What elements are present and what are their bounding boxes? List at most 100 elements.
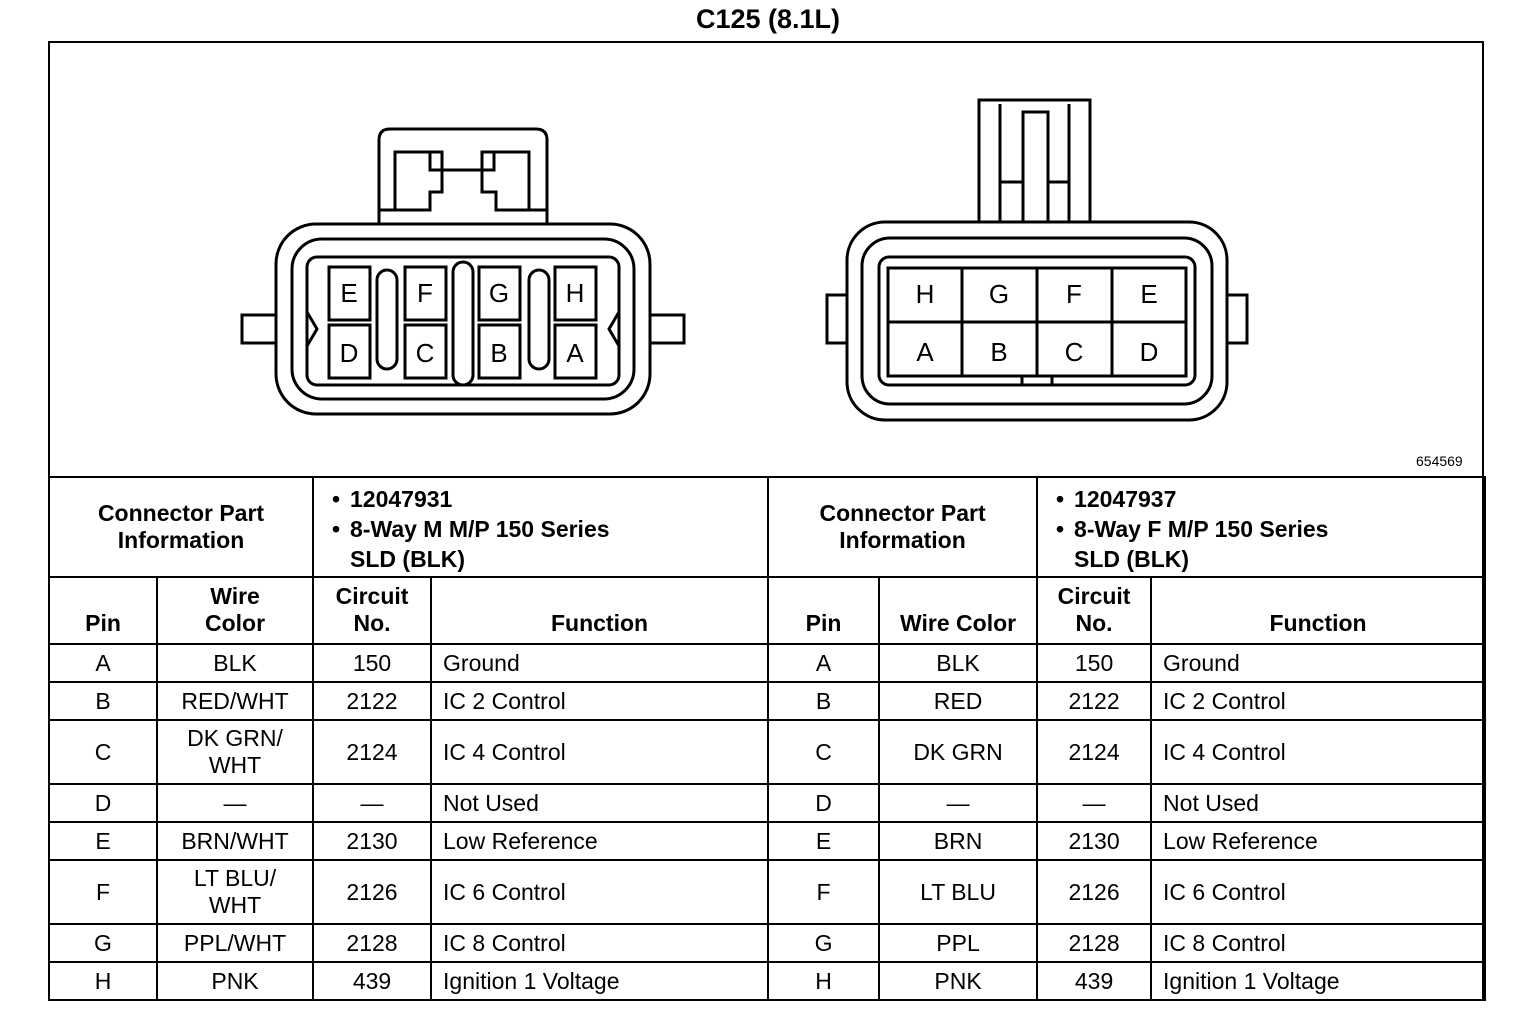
wire-color-cell: DK GRN — [878, 719, 1039, 785]
right-pin-bottom-1: A — [916, 337, 934, 367]
wire-color-cell: PNK — [155, 961, 315, 1001]
left-connector — [240, 127, 686, 416]
circuit-cell: 150 — [312, 643, 433, 683]
circuit-cell: 2126 — [312, 859, 433, 925]
wire-color-cell: BLK — [155, 643, 315, 683]
circuit-cell: 2130 — [1036, 821, 1153, 861]
connector-frame: E F G H D C B A H G F E A B C D 654569 C… — [47, 41, 1487, 1001]
function-cell: IC 2 Control — [1150, 681, 1487, 721]
circuit-cell: 439 — [312, 961, 433, 1001]
figure-id: 654569 — [1416, 453, 1463, 469]
wire-color-cell: — — [155, 783, 315, 823]
circuit-cell: 2124 — [1036, 719, 1153, 785]
circuit-cell: — — [1036, 783, 1153, 823]
pin-cell: C — [767, 719, 881, 785]
function-cell: Low Reference — [430, 821, 770, 861]
right-connector — [825, 98, 1249, 422]
wire-color-cell: RED — [878, 681, 1039, 721]
function-cell: IC 2 Control — [430, 681, 770, 721]
circuit-cell: 150 — [1036, 643, 1153, 683]
pin-cell: C — [48, 719, 158, 785]
header-wire-color: Wire Color — [878, 576, 1039, 645]
function-cell: Ground — [1150, 643, 1487, 683]
left-pin-top-3: G — [489, 278, 509, 308]
left-pin-top-2: F — [417, 278, 433, 308]
left-pin-bottom-2: C — [416, 338, 435, 368]
function-cell: IC 6 Control — [430, 859, 770, 925]
circuit-cell: 439 — [1036, 961, 1153, 1001]
circuit-cell: 2130 — [312, 821, 433, 861]
function-cell: IC 4 Control — [430, 719, 770, 785]
pin-cell: G — [48, 923, 158, 963]
wire-color-cell: RED/WHT — [155, 681, 315, 721]
left-pin-bottom-3: B — [490, 338, 507, 368]
header-pin: Pin — [48, 576, 158, 645]
circuit-cell: 2122 — [1036, 681, 1153, 721]
pin-cell: F — [767, 859, 881, 925]
wire-color-cell: BRN — [878, 821, 1039, 861]
pin-cell: A — [767, 643, 881, 683]
function-cell: Ground — [430, 643, 770, 683]
header-function: Function — [1150, 576, 1487, 645]
circuit-cell: 2122 — [312, 681, 433, 721]
left-pin-top-1: E — [340, 278, 357, 308]
pin-cell: A — [48, 643, 158, 683]
function-cell: Ignition 1 Voltage — [430, 961, 770, 1001]
wire-color-cell: LT BLU/WHT — [155, 859, 315, 925]
pin-cell: D — [48, 783, 158, 823]
pin-cell: G — [767, 923, 881, 963]
pin-cell: B — [48, 681, 158, 721]
right-pin-top-2: G — [989, 279, 1009, 309]
header-pin: Pin — [767, 576, 881, 645]
circuit-cell: 2126 — [1036, 859, 1153, 925]
circuit-cell: 2128 — [1036, 923, 1153, 963]
pin-cell: B — [767, 681, 881, 721]
function-cell: Ignition 1 Voltage — [1150, 961, 1487, 1001]
page-title: C125 (8.1L) — [695, 4, 841, 34]
function-cell: IC 4 Control — [1150, 719, 1487, 785]
right-pin-bottom-3: C — [1065, 337, 1084, 367]
header-function: Function — [430, 576, 770, 645]
pin-cell: F — [48, 859, 158, 925]
wire-color-cell: LT BLU — [878, 859, 1039, 925]
right-pin-bottom-2: B — [990, 337, 1007, 367]
wire-color-cell: — — [878, 783, 1039, 823]
pin-cell: E — [767, 821, 881, 861]
function-cell: IC 8 Control — [430, 923, 770, 963]
wire-color-cell: PPL — [878, 923, 1039, 963]
wire-color-cell: PPL/WHT — [155, 923, 315, 963]
pin-cell: D — [767, 783, 881, 823]
function-cell: Not Used — [430, 783, 770, 823]
left-pin-top-4: H — [566, 278, 585, 308]
left-pin-bottom-4: A — [566, 338, 584, 368]
right-pin-top-1: H — [916, 279, 935, 309]
pin-cell: H — [48, 961, 158, 1001]
wire-color-cell: BLK — [878, 643, 1039, 683]
function-cell: IC 8 Control — [1150, 923, 1487, 963]
right-pin-top-4: E — [1140, 279, 1157, 309]
circuit-cell: 2128 — [312, 923, 433, 963]
function-cell: Low Reference — [1150, 821, 1487, 861]
function-cell: Not Used — [1150, 783, 1487, 823]
circuit-cell: — — [312, 783, 433, 823]
wire-color-cell: BRN/WHT — [155, 821, 315, 861]
wire-color-cell: PNK — [878, 961, 1039, 1001]
wire-color-cell: DK GRN/WHT — [155, 719, 315, 785]
